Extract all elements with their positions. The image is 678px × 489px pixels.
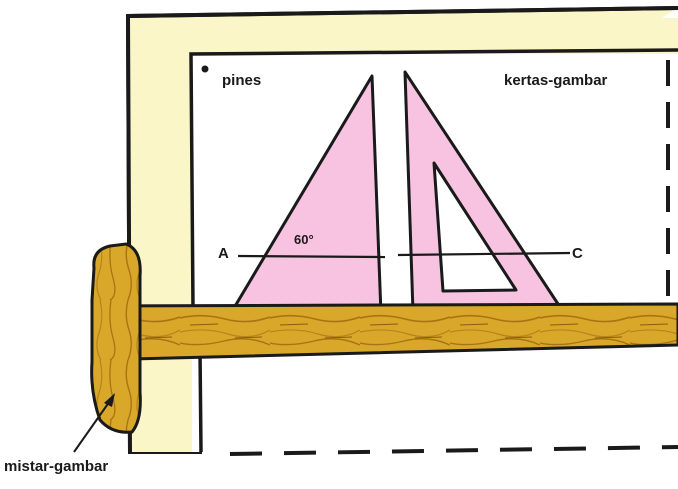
drawing-paper-label: kertas-gambar — [504, 72, 608, 89]
angle-label: 60° — [294, 232, 314, 247]
point-c-label: C — [572, 245, 583, 262]
line-a-c — [237, 251, 571, 259]
triangle-45-degree — [403, 70, 564, 314]
t-square-label: mistar-gambar — [4, 458, 109, 475]
point-a-label: A — [218, 245, 229, 262]
pin-dot — [201, 65, 209, 73]
t-square-head — [90, 242, 142, 434]
pins-label: pines — [222, 72, 262, 89]
t-square-pointer-arrow — [73, 393, 115, 453]
